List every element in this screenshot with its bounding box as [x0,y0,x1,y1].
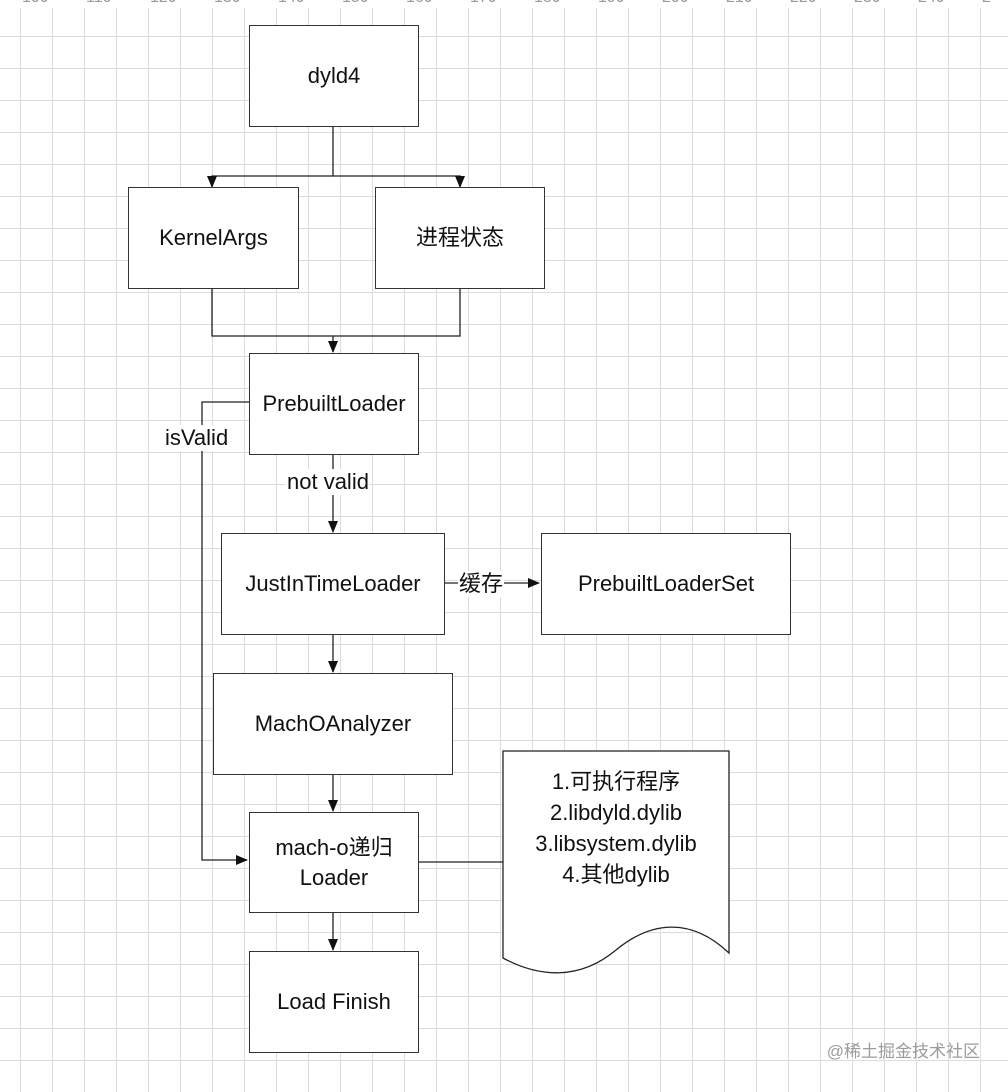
ruler-tick: 200 [662,0,689,7]
node-prebuiltloaderset[interactable]: PrebuiltLoaderSet [541,533,791,635]
node-prebuiltloader[interactable]: PrebuiltLoader [249,353,419,455]
edge-dyld4-to-process-state [333,175,465,188]
node-load-finish-label: Load Finish [277,989,391,1014]
ruler-tick: 140 [278,0,305,7]
node-macho-recursive-loader-label: mach-o递归 Loader [275,834,393,890]
ruler-tick: 2 [982,0,991,7]
ruler-tick: 180 [534,0,561,7]
edge-process-state-to-prebuiltloader [333,289,461,337]
edge-dyld4-to-kernelargs [207,127,334,188]
ruler-tick: 110 [86,0,112,7]
document-note-line: 4.其他dylib [562,862,670,887]
ruler-tick: 150 [342,0,369,7]
node-justintimeloader-label: JustInTimeLoader [245,571,421,596]
ruler-tick: 240 [918,0,945,7]
node-prebuiltloaderset-label: PrebuiltLoaderSet [577,571,755,596]
ruler-tick: 220 [790,0,817,7]
node-prebuiltloader-label: PrebuiltLoader [262,391,406,416]
ruler-tick: 130 [214,0,241,7]
document-note-line: 3.libsystem.dylib [535,831,697,856]
document-note-line: 1.可执行程序 [551,769,681,794]
ruler-tick: 100 [22,0,49,7]
edge-kernelargs-to-prebuiltloader [211,289,338,353]
ruler-tick: 190 [598,0,625,7]
node-process-state-label: 进程状态 [415,225,504,250]
node-machoanalyzer-label: MachOAnalyzer [254,711,412,736]
node-macho-recursive-loader[interactable]: mach-o递归 Loader [249,812,419,913]
edge-label-isvalid: isValid [164,425,230,451]
node-machoanalyzer[interactable]: MachOAnalyzer [213,673,453,775]
node-dyld4[interactable]: dyld4 [249,25,419,127]
node-kernelargs-label: KernelArgs [159,225,268,250]
node-dyld4-label: dyld4 [307,63,361,88]
edge-label-cache: 缓存 [458,571,505,597]
edge-prebuiltloader-isvalid [201,401,249,865]
node-load-finish[interactable]: Load Finish [249,951,419,1053]
node-kernelargs[interactable]: KernelArgs [128,187,299,289]
ruler-tick: 120 [150,0,177,7]
document-shape [502,750,730,974]
ruler-tick: 160 [406,0,433,7]
ruler-tick: 230 [854,0,881,7]
top-ruler: 100 110 120 130 140 150 160 170 180 190 … [0,0,1008,8]
watermark: @稀土掘金技术社区 [826,1042,980,1061]
node-process-state[interactable]: 进程状态 [375,187,545,289]
node-justintimeloader[interactable]: JustInTimeLoader [221,533,445,635]
ruler-tick: 170 [470,0,497,7]
edge-label-not-valid: not valid [286,469,370,495]
document-note-line: 2.libdyld.dylib [549,800,683,825]
ruler-tick: 210 [726,0,753,7]
document-note[interactable]: 1.可执行程序 2.libdyld.dylib 3.libsystem.dyli… [503,766,729,890]
